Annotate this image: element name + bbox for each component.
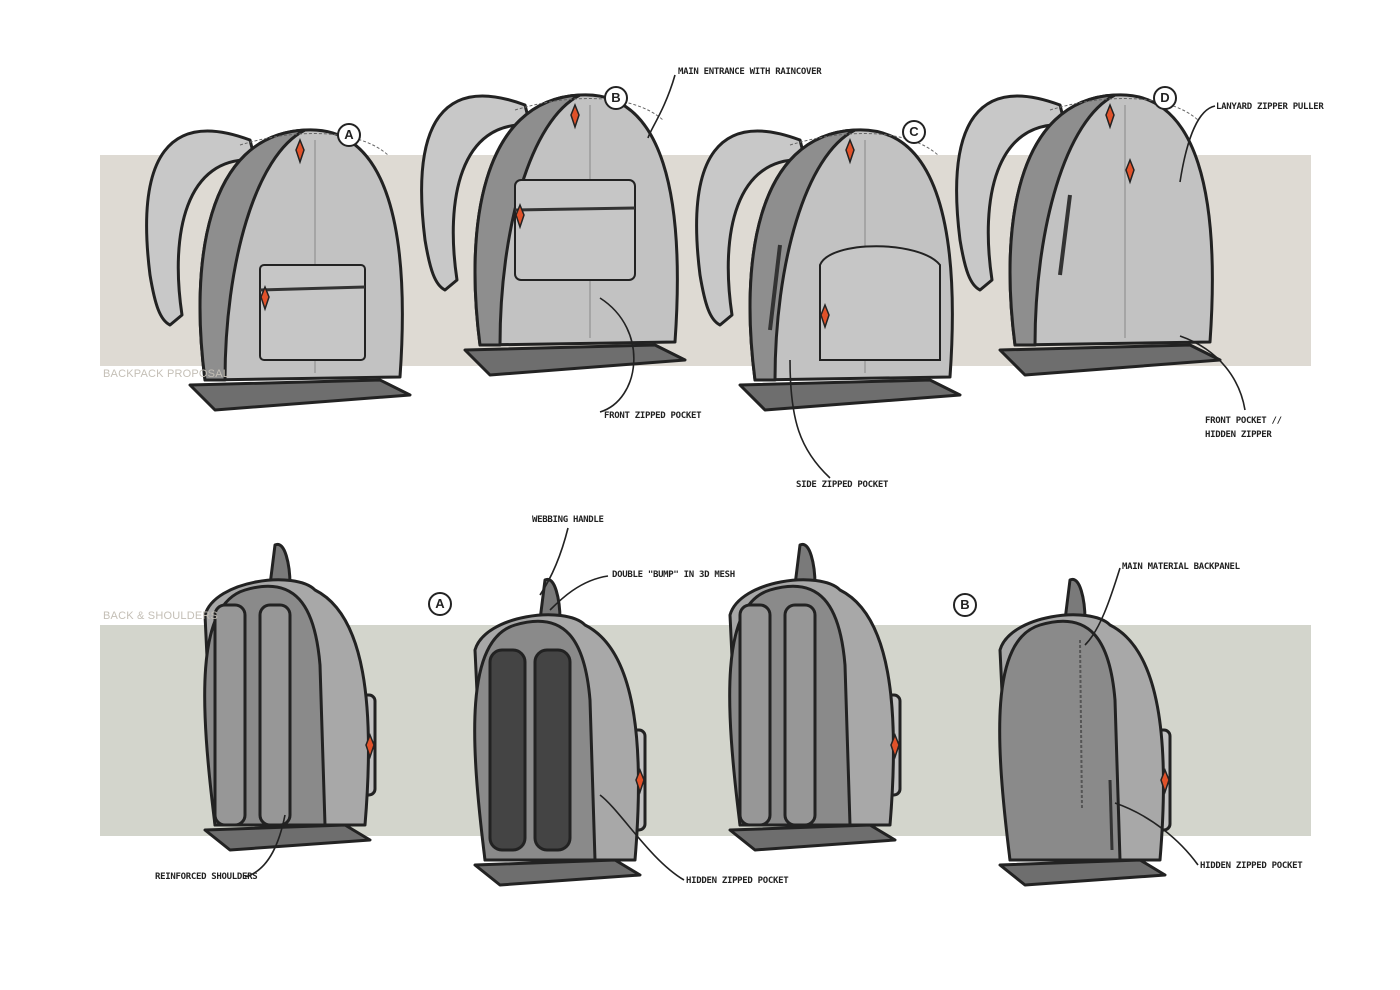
mesh-panel-right <box>533 648 572 852</box>
zipper-puller-icon <box>820 302 830 330</box>
note-hidden-zipped-2: Hidden zipped pocket <box>1200 861 1303 871</box>
zipper-puller-icon <box>260 284 270 312</box>
front-pocket <box>819 245 941 361</box>
back-backpack-mesh <box>473 577 647 887</box>
pocket-zipper <box>259 285 366 292</box>
variant-label-a: A <box>337 123 361 147</box>
shoulder-strap-right <box>258 603 292 827</box>
base <box>738 378 962 412</box>
base <box>463 343 687 377</box>
stitching <box>789 133 939 156</box>
base <box>188 378 412 412</box>
annotation-arrow <box>1179 105 1216 183</box>
back-backpack-plain <box>998 577 1172 887</box>
shoulder-strap-right <box>783 603 817 827</box>
annotation-arrow <box>1114 802 1199 866</box>
base <box>203 823 372 852</box>
annotation-arrow <box>789 359 831 479</box>
note-webbing: Webbing handle <box>532 515 604 525</box>
stitching <box>1049 98 1199 121</box>
seam <box>1079 639 1083 811</box>
zipper-puller-icon <box>1105 102 1115 130</box>
side-panel <box>198 128 307 382</box>
stitching <box>514 98 664 121</box>
shoulder-strap <box>955 94 1067 292</box>
back-backpack-strap <box>203 542 377 852</box>
side-panel <box>473 93 582 347</box>
zipper-puller-icon <box>635 767 645 795</box>
base <box>728 823 897 852</box>
note-front-zipped: Front zipped pocket <box>604 411 702 421</box>
shoulder-strap <box>420 94 532 292</box>
annotation-arrow <box>1179 335 1246 411</box>
section-label-back: BACK & SHOULDERS <box>103 610 219 622</box>
annotation-arrow <box>244 814 286 878</box>
note-lanyard: Lanyard zipper puller <box>1216 102 1324 112</box>
hidden-zipper <box>1058 194 1072 276</box>
note-reinforced: Reinforced shoulders <box>155 872 258 882</box>
note-main-material: Main material backpanel <box>1122 562 1240 572</box>
back-backpack-strap <box>728 542 902 852</box>
variant-label-c: C <box>902 120 926 144</box>
side-panel <box>748 128 857 382</box>
note-side-zipped: Side zipped pocket <box>796 480 889 490</box>
annotation-arrow <box>539 527 569 596</box>
side-panel <box>1008 93 1117 347</box>
zipper-puller-icon <box>515 202 525 230</box>
section-label-front: BACKPACK PROPOSAL <box>103 368 230 380</box>
zipper-puller-icon <box>845 137 855 165</box>
mesh-panel-left <box>488 648 527 852</box>
shoulder-strap-left <box>213 603 247 827</box>
side-zipper <box>768 244 782 331</box>
base <box>998 858 1167 887</box>
variant-label-d: D <box>1153 86 1177 110</box>
shoulder-strap <box>695 129 807 327</box>
note-main-entrance: Main entrance with raincover <box>678 67 822 77</box>
back-variant-label-a: A <box>428 592 452 616</box>
shoulder-strap <box>145 129 257 327</box>
note-double-bump: Double "bump" in 3D mesh <box>612 570 735 580</box>
annotation-arrow <box>1084 567 1121 646</box>
back-panel <box>998 619 1122 862</box>
front-backpack-a <box>145 128 412 412</box>
variant-label-b: B <box>604 86 628 110</box>
base <box>473 858 642 887</box>
annotation-arrow <box>549 575 609 611</box>
front-backpack-b <box>420 93 687 377</box>
front-pocket <box>514 179 636 281</box>
pocket-zipper <box>514 206 636 212</box>
note-front-hidden: Front pocket // hidden zipper <box>1205 414 1282 442</box>
zipper-puller-icon <box>890 732 900 760</box>
front-backpack-d <box>955 93 1222 377</box>
annotation-arrow <box>647 74 676 139</box>
zipper-puller-icon <box>570 102 580 130</box>
annotation-arrow <box>599 794 685 881</box>
annotation-arrow <box>599 297 635 413</box>
zipper-puller-icon <box>1160 767 1170 795</box>
stitching <box>239 133 389 156</box>
front-backpack-c <box>695 128 962 412</box>
zipper-puller-icon <box>1125 157 1135 185</box>
note-hidden-zipped-1: Hidden zipped pocket <box>686 876 789 886</box>
front-pocket <box>259 264 366 361</box>
hidden-zipper <box>1108 779 1114 851</box>
back-variant-label-b: B <box>953 593 977 617</box>
base <box>998 343 1222 377</box>
shoulder-strap-left <box>738 603 772 827</box>
zipper-puller-icon <box>295 137 305 165</box>
zipper-puller-icon <box>365 732 375 760</box>
note-front-hidden-line1: Front pocket // <box>1205 416 1282 426</box>
note-front-hidden-line2: hidden zipper <box>1205 430 1272 440</box>
